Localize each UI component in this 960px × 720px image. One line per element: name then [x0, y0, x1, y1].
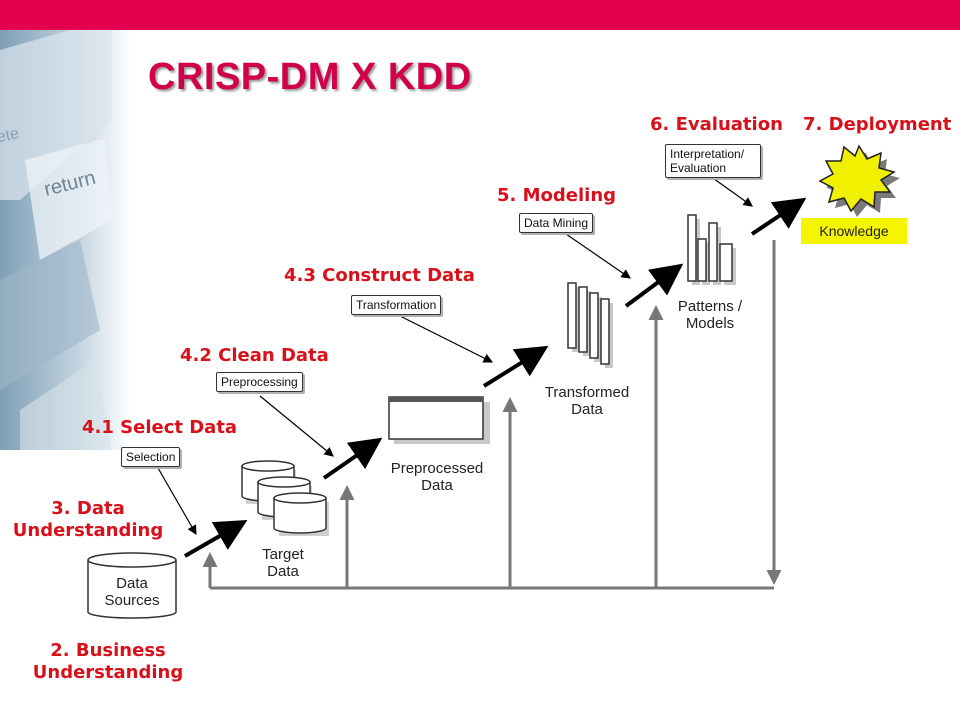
- tag-interpretation-evaluation: Interpretation/ Evaluation: [665, 144, 761, 178]
- page-title: CRISP-DM X KDD: [148, 56, 472, 98]
- stage-clean-data: 4.2 Clean Data: [180, 345, 329, 366]
- keyboard-photo: return ete: [0, 30, 130, 450]
- stage-construct-data: 4.3 Construct Data: [284, 265, 475, 286]
- label-data-sources: Data Sources: [104, 575, 160, 609]
- tag-preprocessing: Preprocessing: [216, 372, 303, 392]
- process-arrows: [184, 197, 807, 558]
- label-knowledge: Knowledge: [801, 218, 907, 244]
- label-preprocessed-data: Preprocessed Data: [390, 460, 484, 494]
- label-transformed-data: Transformed Data: [544, 384, 630, 418]
- target-data-icon: [241, 460, 329, 536]
- stage-modeling: 5. Modeling: [497, 185, 617, 206]
- stage-data-understanding: 3. Data Understanding: [12, 498, 164, 541]
- top-accent-bar: [0, 0, 960, 30]
- stage-evaluation: 6. Evaluation: [650, 114, 783, 135]
- step-pointers: [157, 175, 753, 536]
- transformed-data-icon: [567, 282, 613, 368]
- patterns-models-icon: [687, 214, 736, 285]
- svg-text:ete: ete: [0, 125, 21, 146]
- stage-business-understanding: 2. Business Understanding: [32, 640, 184, 683]
- preprocessed-data-icon: [388, 396, 490, 444]
- data-sources-icon: [87, 552, 177, 619]
- tag-transformation: Transformation: [351, 295, 442, 315]
- knowledge-star-icon: [818, 144, 900, 217]
- tag-data-mining: Data Mining: [519, 213, 594, 233]
- tag-selection: Selection: [121, 447, 181, 467]
- label-patterns-models: Patterns / Models: [677, 298, 743, 332]
- stage-deployment: 7. Deployment: [803, 114, 952, 135]
- stage-select-data: 4.1 Select Data: [82, 417, 238, 438]
- feedback-loop: [202, 240, 782, 590]
- label-target-data: Target Data: [262, 546, 304, 580]
